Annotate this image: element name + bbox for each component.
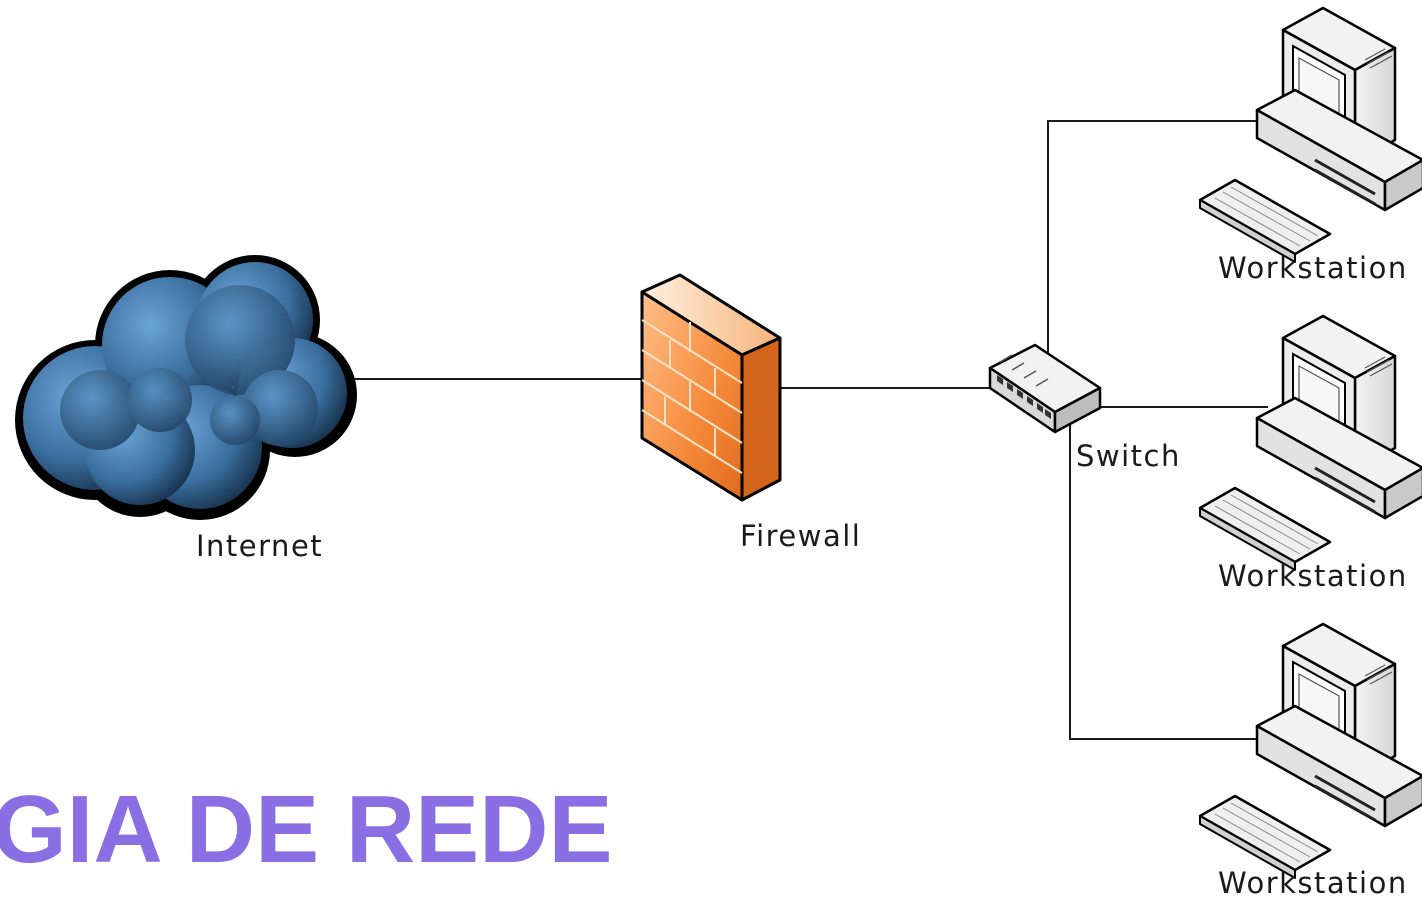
workstation-2-label: Workstation [1218,559,1408,593]
internet-label: Internet [196,529,323,563]
page-heading: GIA DE REDE [0,776,613,883]
workstation-1-label: Workstation [1218,251,1408,285]
connection-lines [350,120,1268,740]
switch-icon [988,343,1102,434]
workstation-3-label: Workstation [1218,866,1408,900]
workstation-icon [1198,6,1422,263]
firewall-label: Firewall [740,519,861,553]
workstation-icon [1198,314,1422,572]
cloud-icon [15,255,357,520]
switch-label: Switch [1076,439,1181,473]
link-switch-workstation-1 [1047,120,1268,355]
workstation-icon [1198,622,1422,880]
firewall-icon [640,273,782,502]
link-switch-workstation-3 [1069,425,1268,740]
